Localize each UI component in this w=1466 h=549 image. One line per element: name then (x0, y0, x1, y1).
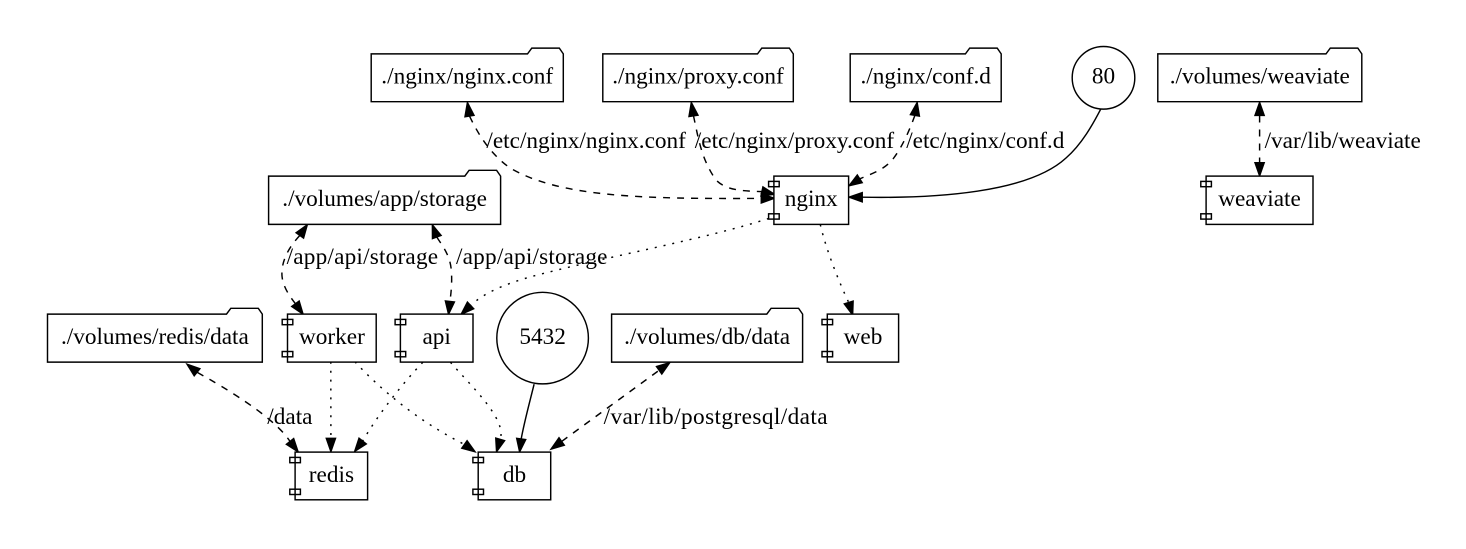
svg-text:./volumes/redis/data: ./volumes/redis/data (61, 324, 249, 350)
svg-text:redis: redis (309, 462, 354, 488)
svg-text:worker: worker (299, 324, 365, 350)
svg-text:/var/lib/postgresql/data: /var/lib/postgresql/data (604, 404, 828, 430)
svg-text:5432: 5432 (519, 324, 566, 350)
svg-text:api: api (422, 324, 451, 350)
svg-text:weaviate: weaviate (1218, 186, 1301, 212)
svg-text:./volumes/weaviate: ./volumes/weaviate (1170, 64, 1350, 90)
svg-text:/etc/nginx/proxy.conf: /etc/nginx/proxy.conf (695, 128, 895, 154)
svg-text:./nginx/proxy.conf: ./nginx/proxy.conf (612, 64, 784, 90)
svg-text:db: db (503, 462, 526, 488)
svg-text:/data: /data (267, 404, 312, 430)
svg-text:/var/lib/weaviate: /var/lib/weaviate (1265, 128, 1421, 154)
svg-text:./nginx/conf.d: ./nginx/conf.d (860, 64, 991, 90)
svg-text:./nginx/nginx.conf: ./nginx/nginx.conf (381, 64, 553, 90)
svg-text:nginx: nginx (785, 186, 838, 212)
svg-text:./volumes/app/storage: ./volumes/app/storage (282, 186, 487, 212)
svg-text:web: web (844, 324, 883, 350)
svg-text:./volumes/db/data: ./volumes/db/data (624, 324, 790, 350)
svg-text:/app/api/storage: /app/api/storage (456, 244, 608, 270)
svg-text:80: 80 (1092, 64, 1115, 90)
svg-text:/etc/nginx/nginx.conf: /etc/nginx/nginx.conf (486, 128, 686, 154)
svg-text:/etc/nginx/conf.d: /etc/nginx/conf.d (906, 128, 1065, 154)
svg-text:/app/api/storage: /app/api/storage (287, 244, 439, 270)
